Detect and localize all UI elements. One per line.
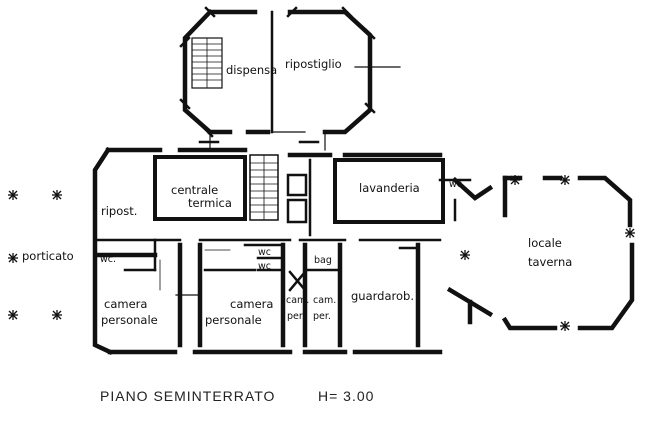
taverna-walls: [438, 175, 635, 331]
room-label-riposto: ripost.: [101, 204, 138, 218]
room-label-camera1-2: personale: [101, 313, 158, 327]
room-label-bag: bag: [314, 255, 332, 266]
room-label-locale-2: taverna: [528, 255, 573, 269]
column-marker: [560, 175, 570, 185]
plan-height-label: H= 3.00: [318, 388, 375, 404]
room-label-centrale-2: termica: [188, 196, 232, 210]
room-label-cam-b-1: cam.: [313, 295, 337, 306]
room-label-cam-a-1: cam.: [286, 295, 310, 306]
room-label-wc-east: wc: [449, 179, 462, 190]
column-marker: [8, 253, 18, 263]
upper-annex-walls: [179, 6, 401, 138]
column-marker: [8, 190, 18, 200]
room-label-centrale-1: centrale: [171, 183, 219, 197]
room-label-camera2-1: camera: [230, 297, 274, 311]
main-block-walls: [92, 146, 445, 355]
room-label-porticato: porticato: [22, 249, 74, 263]
room-label-guardarob: guardarob.: [351, 289, 414, 303]
column-marker: [560, 321, 570, 331]
annex-stairs: [191, 37, 223, 89]
column-marker: [460, 250, 470, 260]
room-label-wc-mid-1: wc: [258, 247, 271, 258]
column-marker: [625, 228, 635, 238]
plan-title: PIANO SEMINTERRATO: [100, 388, 276, 404]
room-label-cam-a-2: per.: [287, 311, 305, 322]
room-label-camera1-1: camera: [104, 297, 148, 311]
room-label-lavanderia: lavanderia: [359, 181, 420, 195]
column-marker: [510, 175, 520, 185]
room-label-dispensa: dispensa: [226, 63, 278, 77]
room-label-ripostiglio: ripostiglio: [285, 57, 342, 71]
column-marker: [52, 310, 62, 320]
room-label-cam-b-2: per.: [313, 311, 331, 322]
room-label-locale-1: locale: [528, 236, 562, 250]
main-stairs: [249, 154, 279, 221]
room-label-wc-mid-2: wc: [258, 261, 271, 272]
room-label-wc-west: wc.: [100, 254, 117, 265]
column-markers: [8, 175, 635, 331]
connector-walls: [198, 131, 326, 151]
column-marker: [52, 190, 62, 200]
column-marker: [8, 310, 18, 320]
room-label-camera2-2: personale: [205, 313, 262, 327]
